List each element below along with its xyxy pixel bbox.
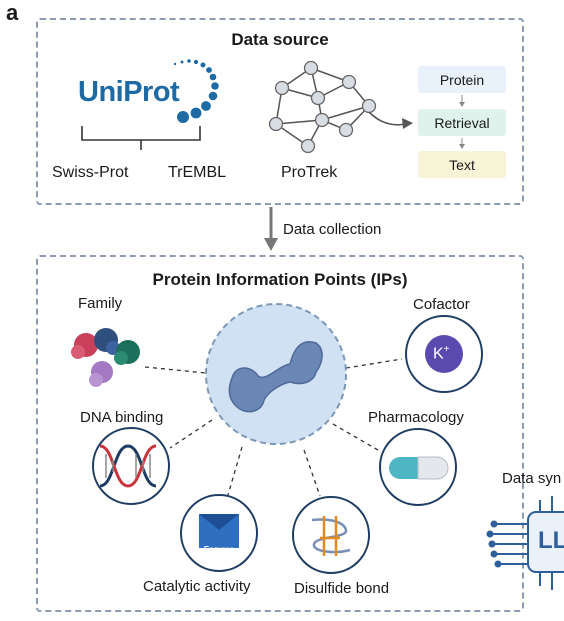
ips-title: Protein Information Points (IPs) <box>152 270 408 289</box>
enzyme-icon <box>199 514 239 548</box>
right-panel-label: Data syn <box>502 470 562 487</box>
label-cofactor: Cofactor <box>413 296 470 313</box>
chip-text: LL <box>538 527 564 554</box>
dna-helix-icon <box>99 444 157 488</box>
uniprot-logo: UniProt <box>78 76 180 108</box>
flow-text: Text <box>418 151 506 178</box>
label-family: Family <box>78 295 123 312</box>
disulfide-icon <box>311 516 351 556</box>
source-protrek: ProTrek <box>281 164 338 181</box>
molecule-cluster-icon <box>71 328 140 387</box>
label-pharmacology: Pharmacology <box>368 409 464 426</box>
flow-protein: Protein <box>418 66 506 93</box>
label-catalytic-activity: Catalytic activity <box>143 578 251 595</box>
label-dna-binding: DNA binding <box>80 409 164 426</box>
flow-retrieval: Retrieval <box>418 109 506 136</box>
source-swiss-prot: Swiss-Prot <box>52 164 129 181</box>
potassium-ion-icon <box>425 335 463 373</box>
data-source-title: Data source <box>231 30 329 49</box>
enzyme-label: Enzyme <box>203 545 235 554</box>
capsule-icon <box>389 456 449 480</box>
panel-label: a <box>6 0 19 25</box>
source-trembl: TrEMBL <box>168 164 227 181</box>
ips-box <box>36 255 524 612</box>
data-source-box <box>36 18 524 205</box>
chip-icon <box>486 496 564 590</box>
arrow-label: Data collection <box>283 221 382 238</box>
label-disulfide-bond: Disulfide bond <box>294 580 390 597</box>
protein-blob-icon <box>228 341 323 413</box>
cofactor-symbol: K+ <box>433 344 450 363</box>
